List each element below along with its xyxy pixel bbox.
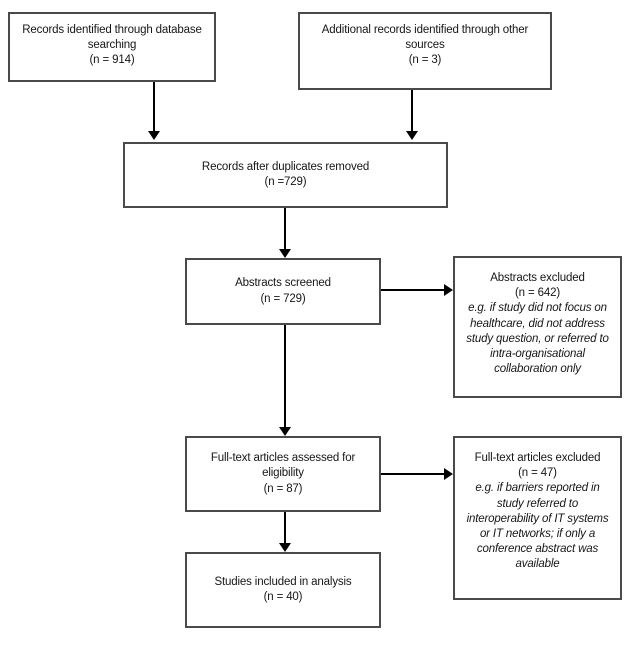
node-note: e.g. if study did not focus on healthcar… [466, 302, 609, 376]
node-line: Records identified through database [22, 24, 202, 36]
node-count: (n = 729) [260, 292, 306, 305]
arrowhead-down-icon [406, 131, 418, 140]
node-note: e.g. if barriers reported in study refer… [466, 482, 609, 571]
node-line: Full-text articles excluded [474, 452, 601, 464]
node-text: Full-text articles assessed for eligibil… [193, 451, 373, 497]
node-abstracts-excluded: Abstracts excluded (n = 642) e.g. if stu… [453, 256, 622, 398]
node-line: eligibility [262, 467, 304, 480]
node-line: Abstracts excluded [490, 272, 585, 284]
node-additional-records-identified-through-other-sources: Additional records identified through ot… [298, 12, 552, 90]
arrowhead-right-icon [444, 468, 453, 480]
node-text: Records identified through database sear… [16, 23, 208, 69]
node-full-text-articles-excluded: Full-text articles excluded (n = 47) e.g… [453, 436, 622, 600]
node-text: Abstracts excluded (n = 642) e.g. if stu… [461, 271, 614, 377]
node-count: (n = 47) [518, 467, 557, 480]
node-studies-included-in-analysis: Studies included in analysis (n = 40) [185, 552, 381, 628]
node-count: (n =729) [264, 176, 307, 188]
node-text: Additional records identified through ot… [306, 23, 544, 69]
node-line: Additional records identified through ot… [321, 24, 529, 36]
arrowhead-right-icon [444, 284, 453, 296]
node-count: (n = 87) [263, 482, 303, 495]
node-records-after-duplicates-removed: Records after duplicates removed (n =729… [123, 142, 448, 208]
edge-fulltext-assessed-to-studies-included [284, 512, 286, 545]
node-line: Full-text articles assessed for [210, 452, 356, 465]
node-count: (n = 914) [89, 54, 135, 67]
node-line: searching [87, 39, 137, 52]
edge-duplicates-to-abstracts-screened [284, 208, 286, 252]
node-text: Abstracts screened (n = 729) [193, 276, 373, 306]
node-count: (n = 3) [408, 54, 442, 67]
node-text: Full-text articles excluded (n = 47) e.g… [461, 451, 614, 572]
edge-abstracts-screened-to-abstracts-excluded [381, 289, 445, 291]
node-line: sources [405, 39, 445, 52]
node-count: (n = 40) [263, 591, 303, 603]
arrowhead-down-icon [148, 131, 160, 140]
edge-records-other-to-duplicates [411, 90, 413, 132]
node-full-text-articles-assessed-for-eligibility: Full-text articles assessed for eligibil… [185, 436, 381, 512]
arrowhead-down-icon [279, 543, 291, 552]
node-records-identified-through-database-searching: Records identified through database sear… [8, 12, 216, 82]
node-line: Studies included in analysis [214, 575, 352, 588]
node-abstracts-screened: Abstracts screened (n = 729) [185, 258, 381, 325]
node-line: Abstracts screened [235, 277, 331, 290]
arrowhead-down-icon [279, 427, 291, 436]
node-count: (n = 642) [515, 287, 560, 300]
node-line: Records after duplicates removed [201, 160, 370, 173]
edge-fulltext-assessed-to-fulltext-excluded [381, 473, 445, 475]
node-text: Records after duplicates removed (n =729… [131, 160, 440, 190]
edge-abstracts-screened-to-fulltext-assessed [284, 325, 286, 429]
edge-records-database-to-duplicates [153, 82, 155, 132]
arrowhead-down-icon [279, 249, 291, 258]
node-text: Studies included in analysis (n = 40) [193, 575, 373, 605]
